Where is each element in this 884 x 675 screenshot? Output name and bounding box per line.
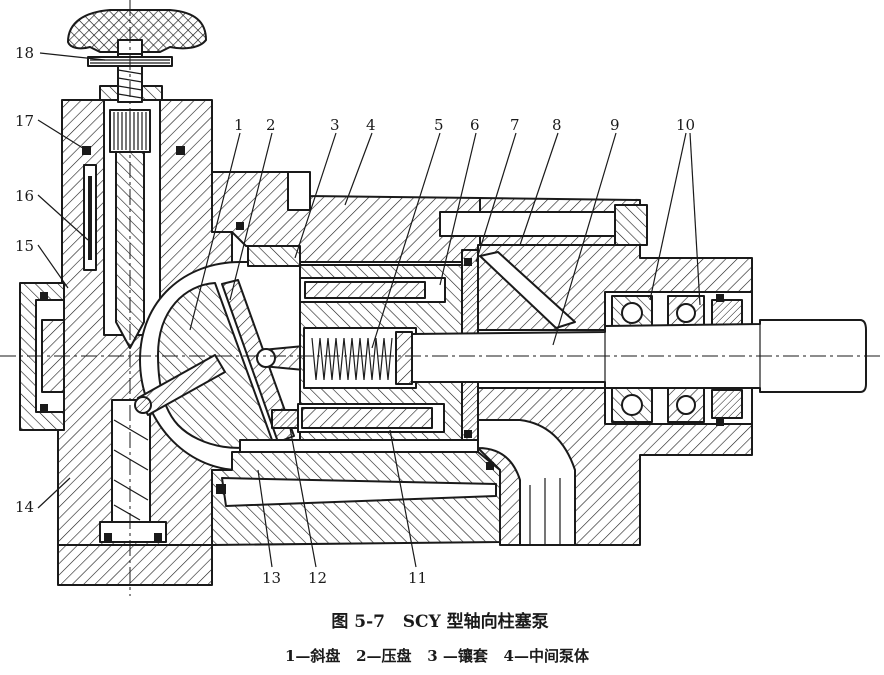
leader-line-2: [229, 132, 273, 301]
outlet-lines: [529, 478, 561, 545]
callout-label-5: 5: [434, 116, 444, 134]
leader-line-13: [257, 469, 273, 568]
bearing-ball: [676, 303, 696, 323]
leader-line-7: [475, 132, 517, 263]
seal-ring: [464, 430, 472, 438]
pump-port: [287, 171, 311, 211]
callout-label-9: 9: [610, 116, 620, 134]
leader-line-18: [39, 52, 106, 61]
callout-label-14: 14: [15, 498, 34, 516]
callout-label-6: 6: [470, 116, 480, 134]
seal-ring: [40, 404, 48, 412]
callout-label-8: 8: [552, 116, 562, 134]
figure-caption: 图 5-7 SCY 型轴向柱塞泵: [331, 611, 548, 632]
seal-ring: [82, 146, 91, 155]
screw-thread: [117, 69, 143, 99]
bearing-ball: [621, 394, 643, 416]
leader-line-14: [37, 477, 71, 509]
leader-line-12: [289, 427, 317, 568]
callout-label-3: 3: [330, 116, 340, 134]
leader-line-17: [37, 119, 87, 151]
bearing-ball: [676, 395, 696, 415]
plunger: [301, 407, 433, 429]
shaft-seal-bottom: [711, 389, 743, 419]
callout-label-15: 15: [15, 237, 34, 255]
leader-line-4: [344, 132, 373, 206]
leader-line-16: [37, 194, 89, 241]
leader-line-6: [439, 132, 477, 286]
callout-label-12: 12: [308, 569, 327, 587]
callout-label-18: 18: [15, 44, 34, 62]
callout-label-1: 1: [234, 116, 244, 134]
spring-seat: [395, 331, 413, 385]
leader-line-10b: [689, 132, 701, 306]
seal-ring: [464, 258, 472, 266]
callout-label-7: 7: [510, 116, 520, 134]
leader-line-3: [294, 132, 337, 259]
callout-label-10: 10: [676, 116, 695, 134]
sleeve: [247, 245, 301, 267]
bottom-slot: [99, 521, 167, 543]
seal-ring: [216, 484, 226, 494]
leader-line-10a: [649, 132, 687, 301]
tie-bolt-head: [614, 204, 648, 246]
callout-label-2: 2: [266, 116, 276, 134]
figure-legend: 1—斜盘 2—压盘 3 —镶套 4—中间泵体: [285, 647, 590, 665]
inlet-passage: [479, 251, 576, 329]
callout-label-17: 17: [15, 112, 34, 130]
drive-shaft: [411, 319, 867, 393]
leader-line-8: [519, 132, 559, 246]
seal-ring: [154, 533, 162, 541]
callout-label-16: 16: [15, 187, 34, 205]
seal-ring: [40, 292, 48, 300]
lower-channel: [111, 399, 151, 526]
leader-line-5: [371, 132, 441, 349]
top-piston: [304, 281, 426, 299]
lower-channel-lines: [113, 419, 149, 521]
seal-ring: [716, 294, 724, 302]
bearing-ball: [621, 302, 643, 324]
seal-ring: [486, 462, 494, 470]
center-spring: [311, 337, 393, 381]
seal-ring: [716, 418, 724, 426]
leader-line-15: [37, 244, 69, 289]
guide-pin: [88, 176, 92, 260]
seal-ring: [176, 146, 185, 155]
bearing-outer-bottom: [611, 387, 653, 423]
callout-label-13: 13: [262, 569, 281, 587]
handwheel: [67, 9, 207, 53]
callout-label-4: 4: [366, 116, 376, 134]
lever-ball: [134, 396, 152, 414]
block-gap: [239, 439, 479, 453]
outlet-passage: [477, 419, 576, 546]
callout-label-11: 11: [408, 569, 427, 587]
seal-ring: [236, 222, 244, 230]
leader-line-1: [189, 132, 241, 331]
seal-ring: [104, 533, 112, 541]
leader-lines: [37, 52, 701, 568]
leader-line-11: [389, 429, 417, 568]
center-ball: [256, 348, 276, 368]
return-passage: [221, 477, 497, 507]
leader-line-9: [552, 132, 617, 346]
